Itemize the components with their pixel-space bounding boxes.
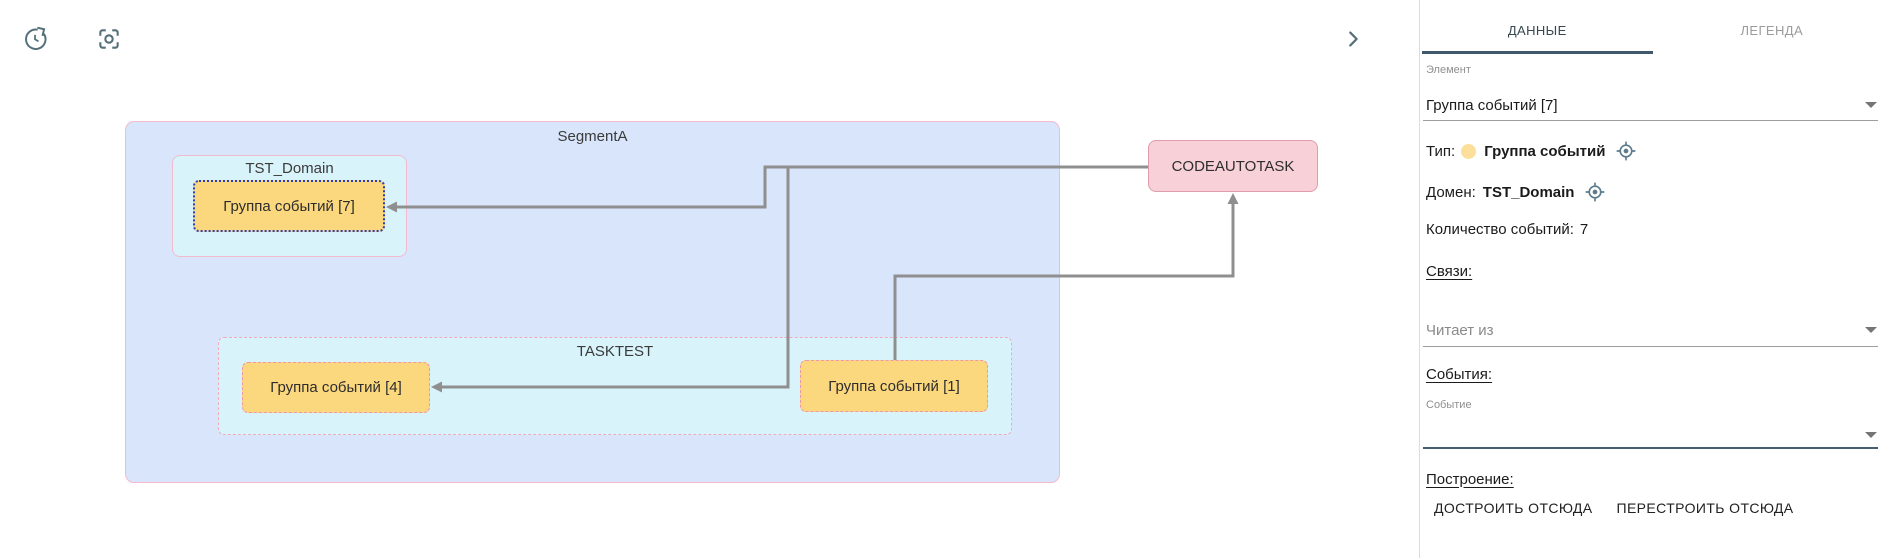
element-select-value: Группа событий [7] — [1426, 96, 1558, 114]
node-group7-selected[interactable]: Группа событий [7] — [193, 180, 385, 232]
diagram-canvas[interactable]: SegmentA TST_Domain Группа событий [7] T… — [0, 0, 1419, 558]
build-section-heading: Построение: — [1426, 470, 1514, 488]
element-select-underline — [1423, 120, 1878, 121]
crosshair-target-icon[interactable] — [1615, 140, 1637, 162]
events-section-heading: События: — [1426, 365, 1493, 383]
node-label: TASKTEST — [576, 343, 654, 360]
event-count-label: Количество событий: — [1426, 220, 1574, 238]
event-select[interactable] — [1426, 425, 1877, 445]
node-label: TST_Domain — [245, 160, 334, 177]
domain-row: Домен: TST_Domain — [1426, 182, 1877, 202]
element-field-label: Элемент — [1426, 64, 1471, 76]
event-count-value: 7 — [1579, 220, 1589, 238]
reads-from-placeholder: Читает из — [1426, 321, 1494, 339]
build-buttons-row: ДОСТРОИТЬ ОТСЮДА ПЕРЕСТРОИТЬ ОТСЮДА — [1426, 495, 1877, 521]
element-select[interactable]: Группа событий [7] — [1426, 94, 1877, 116]
center-focus-icon[interactable] — [96, 26, 122, 52]
tab-legend[interactable]: ЛЕГЕНДА — [1740, 22, 1804, 38]
domain-label: Домен: — [1426, 183, 1476, 201]
build-from-here-button[interactable]: ДОСТРОИТЬ ОТСЮДА — [1434, 500, 1593, 516]
event-count-row: Количество событий: 7 — [1426, 219, 1877, 239]
type-row: Тип: Группа событий — [1426, 141, 1877, 161]
reads-from-select[interactable]: Читает из — [1426, 319, 1877, 341]
node-label: Группа событий [1] — [828, 377, 960, 395]
reads-from-underline — [1423, 346, 1878, 347]
type-value: Группа событий — [1484, 142, 1606, 160]
tab-data[interactable]: ДАННЫЕ — [1420, 8, 1655, 54]
events-section-row: События: — [1426, 364, 1877, 384]
node-label: CODEAUTOTASK — [1171, 157, 1295, 175]
history-restore-icon[interactable] — [22, 26, 48, 52]
node-label: SegmentA — [557, 128, 628, 145]
links-section-row: Связи: — [1426, 261, 1877, 281]
rebuild-from-here-button[interactable]: ПЕРЕСТРОИТЬ ОТСЮДА — [1616, 500, 1794, 516]
node-group4[interactable]: Группа событий [4] — [242, 362, 430, 413]
caret-down-icon — [1865, 432, 1877, 438]
caret-down-icon — [1865, 102, 1877, 108]
type-color-swatch — [1461, 143, 1477, 159]
panel-tabs: ДАННЫЕ ЛЕГЕНДА — [1420, 8, 1889, 54]
crosshair-target-icon[interactable] — [1584, 181, 1606, 203]
event-select-underline — [1423, 447, 1878, 449]
domain-value: TST_Domain — [1482, 183, 1575, 201]
event-field-label-row: Событие — [1426, 397, 1877, 413]
node-label: Группа событий [4] — [270, 379, 402, 396]
node-label: Группа событий [7] — [223, 197, 355, 215]
element-field-label-row: Элемент — [1426, 62, 1877, 78]
node-group1[interactable]: Группа событий [1] — [800, 360, 988, 412]
node-codeautotask[interactable]: CODEAUTOTASK — [1148, 140, 1318, 192]
links-section-heading: Связи: — [1426, 262, 1473, 280]
type-label: Тип: — [1426, 142, 1456, 160]
build-section-row: Построение: — [1426, 469, 1877, 489]
event-field-label: Событие — [1426, 399, 1472, 411]
caret-down-icon — [1865, 327, 1877, 333]
properties-panel: ДАННЫЕ ЛЕГЕНДА Элемент Группа событий [7… — [1419, 0, 1889, 558]
chevron-right-icon[interactable] — [1342, 28, 1364, 50]
